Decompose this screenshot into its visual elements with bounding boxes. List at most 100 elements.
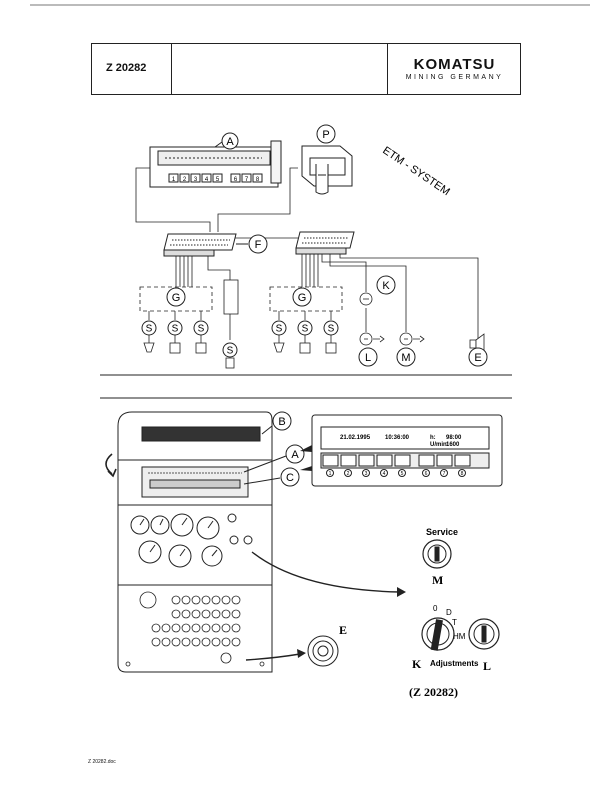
callout-label: P [322,129,329,141]
callout-label: F [255,239,262,251]
callout-p: P [316,124,336,144]
sensor-s-circles: S S S S S S S [141,320,339,358]
brand-subtitle: MINING GERMANY [405,74,504,81]
key-switch-k-symbol [359,292,373,306]
callout-g-left: G [166,287,186,307]
callout-a-upper: A [214,132,239,150]
sensor-s-label: S [146,324,153,335]
doc-number-cell: Z 20282 [92,44,172,94]
screen-hours-label: h: [430,435,436,441]
key-number: 6 [425,471,428,477]
key-number: 4 [383,471,386,477]
adjustments-label: Adjustments [430,659,479,668]
callout-label: B [278,416,285,428]
function-key-row [322,454,471,467]
display-panel-detail [311,414,503,487]
callout-b-lower: B [261,411,292,435]
sensor-group-left [139,256,239,340]
callout-label: A [291,449,299,461]
rotate-arrow-icon [105,453,117,478]
callout-label: L [365,352,371,364]
sensor-group-right [269,254,479,340]
file-name: Z 20282.doc [88,759,116,765]
pointer-arrow [245,551,401,661]
keypad-key: 2 [183,177,187,183]
callout-f: F [236,234,268,254]
indicator-lamp-panel [125,591,265,667]
callout-label: E [474,352,481,364]
sensor-s-label: S [198,324,205,335]
sensor-s-label: S [302,324,309,335]
key-position-0: 0 [433,604,438,613]
callout-e-lower: E [339,623,347,637]
callout-k-lower: K [412,657,422,671]
service-switch-m-symbol [399,332,425,346]
key-position-d: D [446,608,452,617]
blank-header-cell [172,44,388,94]
gauge-needles [139,517,218,557]
key-position-t: T [452,618,457,627]
sensor-s-label: S [172,324,179,335]
service-label: Service [426,527,458,537]
adjustment-switch-icon [421,617,455,651]
callout-label: M [401,352,410,364]
sensor-s-label: S [276,324,283,335]
callout-label: A [226,136,234,148]
figure-reference: (Z 20282) [409,685,458,699]
etm-system-title: ETM - SYSTEM [380,145,452,199]
keypad-key: 4 [205,177,209,183]
service-switch-l-icon [468,618,500,650]
sensor-s-label: S [328,324,335,335]
display-screen-readout: 21.02.1995 10:36:00 h: 98:00 U/min: 1600 [340,435,462,448]
key-number: 8 [461,471,464,477]
callout-l-lower: L [483,659,491,673]
screen-hours-value: 98:00 [446,435,462,441]
callout-label: K [382,280,390,292]
screen-time: 10:36:00 [385,435,410,441]
key-number: 2 [347,471,350,477]
callout-c-lower: C [243,467,300,487]
display-keypad: 1 2 3 4 5 6 7 8 [168,173,263,183]
keypad-key: 7 [245,177,249,183]
callout-k-upper: K [376,275,396,295]
callout-m-upper: M [396,347,416,367]
callout-m-lower: M [432,573,443,587]
keypad-key: 5 [216,177,220,183]
connector-block-right [295,231,355,255]
keypad-key: 6 [234,177,238,183]
service-switch-icon [422,539,452,569]
operator-dashboard [117,411,273,673]
callout-a-lower: A [243,444,305,473]
document-header: Z 20282 KOMATSU MINING GERMANY [91,43,521,95]
komatsu-logo: KOMATSU MINING GERMANY [392,56,517,81]
key-number: 7 [443,471,446,477]
screen-rpm-label: U/min: [430,442,449,448]
keypad-key: 8 [256,177,260,183]
brand-name: KOMATSU [413,56,496,73]
key-position-labels: 0 D T HM [433,604,466,641]
callout-label: G [172,292,181,304]
screen-rpm-value: 1600 [446,442,460,448]
screen-date: 21.02.1995 [340,435,371,441]
callout-label: G [298,292,307,304]
keypad-key: 3 [194,177,198,183]
doc-number: Z 20282 [106,62,147,74]
function-key-numbers: 1 2 3 4 5 6 7 8 [326,469,466,477]
printer-unit [301,145,353,195]
sensor-icons [143,335,337,369]
key-number: 5 [401,471,404,477]
arrow-head-icon [297,587,406,658]
key-number: 3 [365,471,368,477]
top-rule [30,4,590,6]
key-position-hm: HM [453,632,466,641]
horn-button-icon [307,635,339,667]
connector-block-left [163,233,237,257]
callout-l-upper: L [358,347,378,367]
sensor-s-label: S [227,346,234,357]
service-switch-l-symbol [359,332,385,346]
key-number: 1 [329,471,332,477]
callout-e-upper: E [468,347,488,367]
keypad-key: 1 [172,177,176,183]
callout-g-right: G [292,287,312,307]
